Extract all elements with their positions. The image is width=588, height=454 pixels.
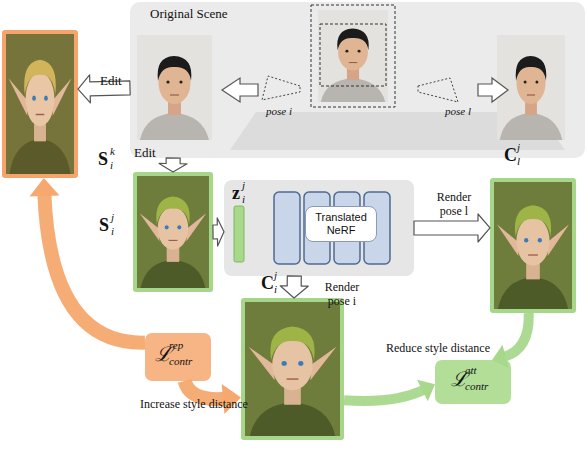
block-arrow bbox=[280, 276, 308, 298]
subscript: i bbox=[111, 226, 114, 237]
superscript: att bbox=[465, 365, 477, 376]
contrast-arrow bbox=[344, 380, 435, 402]
block-arrow bbox=[213, 218, 224, 246]
superscript: j bbox=[517, 142, 520, 153]
subscript: i bbox=[242, 194, 245, 205]
loss-box: ℒrepcontr bbox=[145, 333, 211, 381]
edge-label: Edit bbox=[134, 146, 156, 159]
math-symbol: S bbox=[99, 216, 109, 234]
pose-label: pose i bbox=[266, 106, 292, 117]
network-label: Translated NeRF bbox=[305, 206, 377, 242]
math-symbol: S bbox=[98, 150, 108, 168]
edge-label: Render pose l bbox=[430, 190, 478, 218]
note-label: Reduce style distance bbox=[386, 342, 490, 354]
block-arrow bbox=[159, 158, 187, 172]
block-arrow bbox=[414, 214, 490, 242]
superscript: j bbox=[242, 180, 245, 191]
superscript: j bbox=[274, 270, 277, 281]
subscript: i bbox=[274, 284, 277, 295]
edge-label: Edit bbox=[100, 74, 122, 87]
superscript: j bbox=[111, 212, 114, 223]
math-symbol: C bbox=[261, 274, 274, 292]
contrast-arrow bbox=[30, 178, 146, 343]
block-arrow bbox=[78, 75, 130, 103]
contrast-arrow bbox=[492, 313, 529, 368]
panel-title: Original Scene bbox=[150, 7, 228, 20]
note-label: Increase style distance bbox=[140, 398, 248, 410]
math-symbol: C bbox=[504, 146, 517, 164]
subscript: l bbox=[517, 156, 520, 167]
math-symbol: z bbox=[232, 184, 240, 202]
loss-box: ℒattcontr bbox=[435, 360, 511, 404]
superscript: k bbox=[110, 146, 115, 157]
pose-label: pose l bbox=[445, 106, 471, 117]
subscript: contr bbox=[169, 356, 192, 367]
edge-label: Render pose i bbox=[318, 280, 366, 308]
subscript: i bbox=[110, 160, 113, 171]
superscript: rep bbox=[169, 340, 183, 351]
subscript: contr bbox=[465, 381, 488, 392]
